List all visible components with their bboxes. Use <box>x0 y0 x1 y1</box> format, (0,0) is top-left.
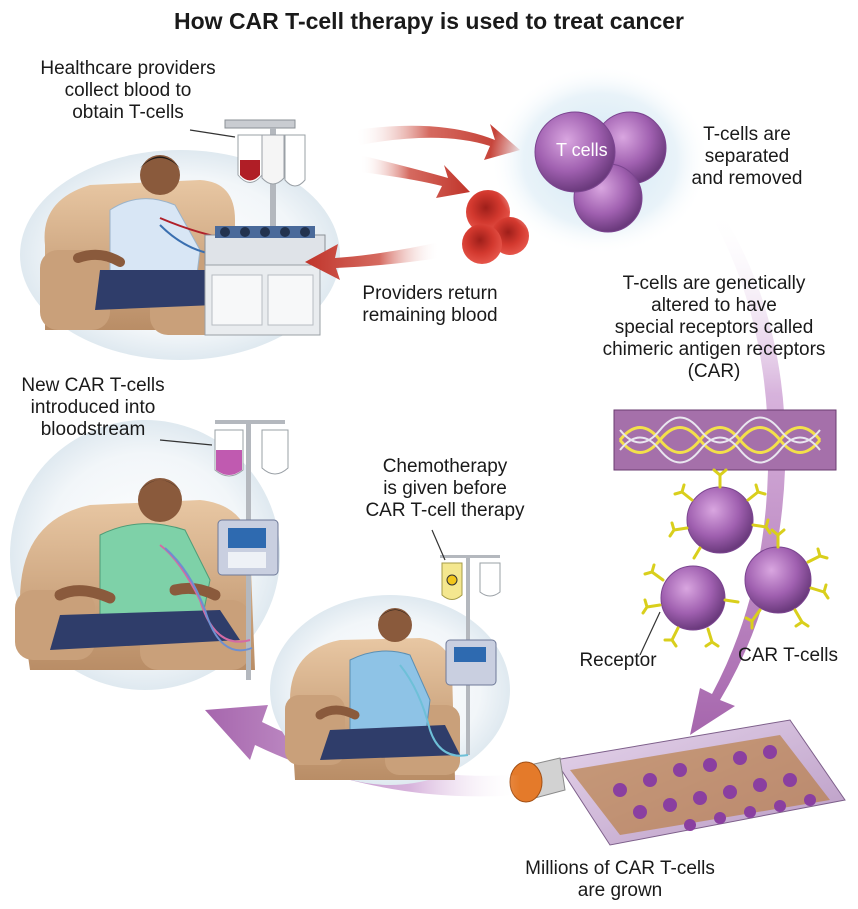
patient-head <box>140 155 180 195</box>
culture-flask <box>510 720 845 845</box>
return-blood-label: Providers return remaining blood <box>330 283 530 327</box>
separated-label: T-cells are separated and removed <box>672 124 822 190</box>
diagram-title: How CAR T-cell therapy is used to treat … <box>0 8 858 35</box>
receptor-label: Receptor <box>568 650 668 672</box>
red-blood-cell <box>462 224 502 264</box>
cells-grown-label: Millions of CAR T-cells are grown <box>500 858 740 902</box>
new-car-t-cells-label: New CAR T-cells introduced into bloodstr… <box>8 375 178 441</box>
car-t-cell <box>745 547 811 613</box>
car-t-cells-label: CAR T-cells <box>728 645 848 667</box>
infusion-pump-2 <box>446 640 496 685</box>
patient-head-3 <box>378 608 412 642</box>
infusion-scene <box>10 420 288 690</box>
car-t-cell <box>661 566 725 630</box>
blood-collection-scene <box>20 120 340 360</box>
car-t-bag <box>216 450 242 475</box>
patient-head-2 <box>138 478 182 522</box>
t-cells-in-cell-label: T cells <box>556 140 608 161</box>
car-t-cell <box>687 487 753 553</box>
patient-pants <box>95 270 215 310</box>
apheresis-machine <box>205 120 325 335</box>
car-t-cells <box>643 470 828 646</box>
genetically-altered-label: T-cells are genetically altered to have … <box>578 273 850 383</box>
arrow-to-red-cells <box>360 155 470 198</box>
collect-blood-label: Healthcare providers collect blood to ob… <box>8 58 248 124</box>
chemotherapy-scene <box>270 555 510 785</box>
chemotherapy-label: Chemotherapy is given before CAR T-cell … <box>345 456 545 522</box>
dna-strip <box>614 410 836 470</box>
